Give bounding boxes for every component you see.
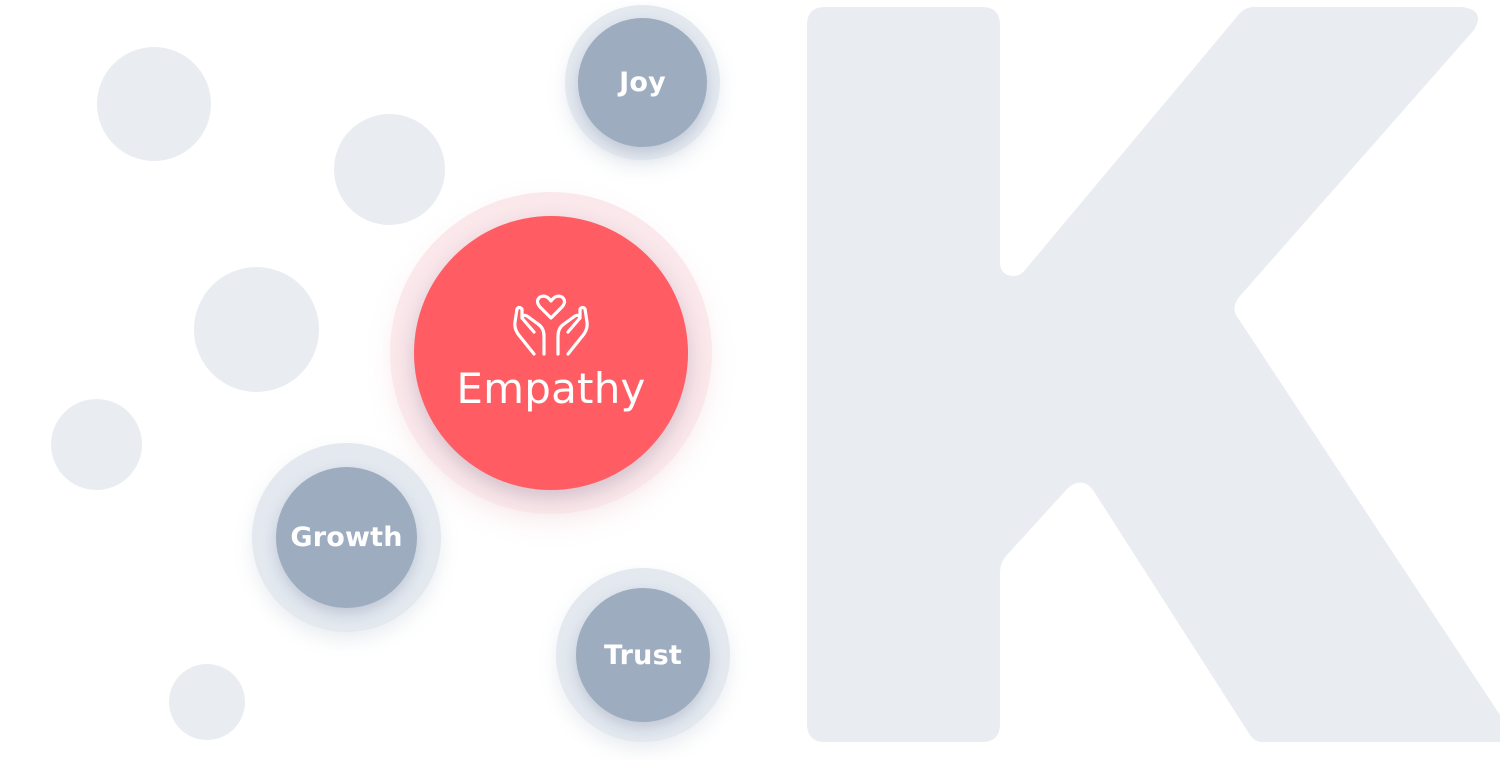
bubble-core: Empathy [414,216,688,490]
value-bubble-empathy: Empathy [390,192,712,514]
bubble-core: Trust [576,588,710,722]
value-label-joy: Joy [619,67,666,98]
value-label-trust: Trust [604,639,682,671]
bubble-core: Growth [276,467,417,608]
bubble-core: Joy [578,18,707,147]
decorative-dot [51,399,142,490]
value-bubble-joy: Joy [565,5,720,160]
decorative-dot [194,267,319,392]
decorative-dot [334,114,445,225]
value-bubble-trust: Trust [556,568,730,742]
decorative-dot [97,47,211,161]
decorative-dot [169,664,245,740]
value-label-empathy: Empathy [456,363,646,413]
value-label-growth: Growth [290,522,403,553]
hands-heart-icon [513,294,589,356]
value-bubble-growth: Growth [252,443,441,632]
